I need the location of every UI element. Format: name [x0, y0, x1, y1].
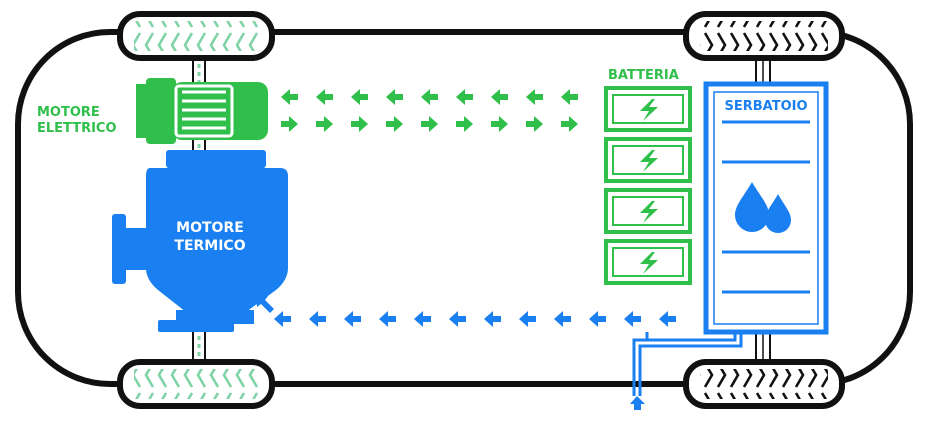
electric-motor-label-line2: ELETTRICO [37, 121, 117, 136]
arrow-icon [624, 311, 641, 327]
arrow-icon [561, 89, 578, 105]
battery-pack [604, 86, 692, 285]
lightning-bolt-icon [640, 99, 658, 121]
arrow-icon [456, 89, 473, 105]
thermal-motor-label-line1: MOTORE [176, 220, 244, 236]
thermal-motor-label-line2: TERMICO [174, 238, 245, 254]
arrow-icon [281, 89, 298, 105]
arrow-icon [659, 311, 676, 327]
battery-label: BATTERIA [608, 68, 679, 83]
arrow-icon [421, 89, 438, 105]
fuel-filler-pipe [630, 332, 743, 410]
thermal-motor [112, 150, 288, 332]
tire-rear-right [683, 359, 845, 409]
arrow-icon [519, 311, 536, 327]
arrow-icon [316, 116, 333, 132]
battery-cell [604, 86, 692, 132]
tire-front-left [117, 11, 275, 61]
electric-motor-label-line1: MOTORE [37, 105, 100, 120]
lightning-bolt-icon [640, 150, 658, 172]
motor-cooling-fins [182, 90, 226, 130]
arrow-icon [484, 311, 501, 327]
arrow-icon [491, 89, 508, 105]
arrow-icon [386, 116, 403, 132]
car-body-outline [15, 29, 913, 387]
arrow-icon [449, 311, 466, 327]
fuel-tank [703, 81, 829, 335]
lightning-bolt-icon [640, 201, 658, 223]
battery-cell [604, 188, 692, 234]
arrow-icon [351, 116, 368, 132]
arrow-icon [491, 116, 508, 132]
arrow-icon [421, 116, 438, 132]
electric-motor [136, 78, 268, 144]
tire-front-right [117, 359, 275, 409]
arrow-icon [316, 89, 333, 105]
arrow-icon [630, 396, 645, 410]
arrow-icon [589, 311, 606, 327]
tire-rear-left [683, 11, 845, 61]
arrow-icon [256, 296, 274, 313]
flow-arrows-motor-to-battery [281, 116, 578, 132]
arrow-icon [526, 116, 543, 132]
arrow-icon [379, 311, 396, 327]
tank-label: SERBATOIO [724, 99, 807, 114]
flow-arrows-tank-to-motor [256, 296, 676, 327]
arrow-icon [309, 311, 326, 327]
arrow-icon [386, 89, 403, 105]
arrow-icon [344, 311, 361, 327]
arrow-icon [351, 89, 368, 105]
arrow-icon [274, 311, 291, 327]
battery-cell [604, 137, 692, 183]
arrow-icon [561, 116, 578, 132]
arrow-icon [414, 311, 431, 327]
arrow-icon [526, 89, 543, 105]
lightning-bolt-icon [640, 252, 658, 274]
arrow-icon [281, 116, 298, 132]
arrow-icon [554, 311, 571, 327]
arrow-icon [456, 116, 473, 132]
water-drops-icon [735, 182, 791, 233]
battery-cell [604, 239, 692, 285]
flow-arrows-battery-to-motor [281, 89, 578, 105]
